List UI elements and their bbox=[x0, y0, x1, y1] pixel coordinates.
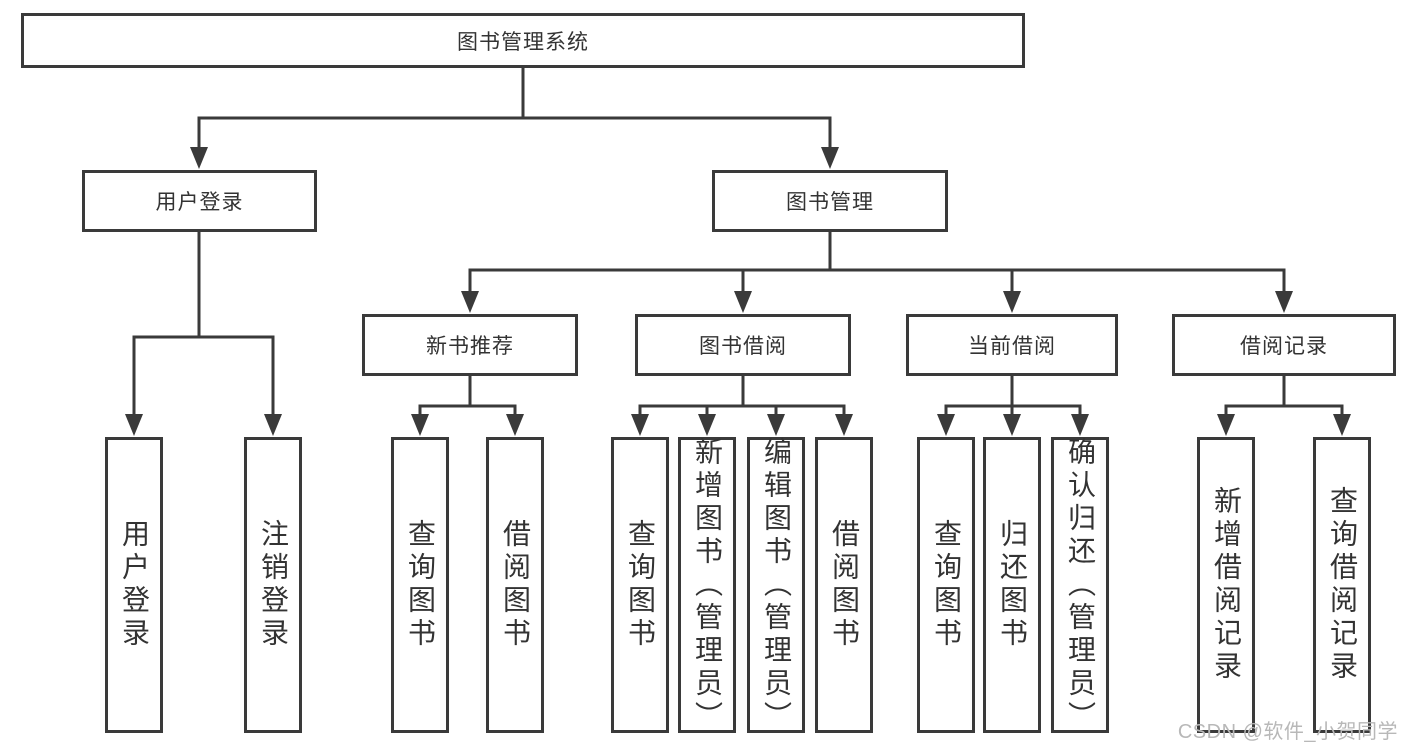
connector-current-to-children bbox=[937, 374, 1089, 436]
node-label: 新书推荐 bbox=[426, 335, 514, 358]
leaf-rec-borrow-book: 借阅图书 bbox=[486, 437, 544, 733]
csdn-watermark: CSDN @软件_小贺同学 bbox=[1177, 721, 1398, 743]
node-label: 归还图书 bbox=[997, 519, 1028, 651]
node-book-borrowing: 图书借阅 bbox=[635, 314, 851, 376]
node-label: 注销登录 bbox=[258, 519, 289, 651]
leaf-current-confirm-return-admin: 确认归还（管理员） bbox=[1051, 436, 1109, 734]
leaf-current-query-book: 查询图书 bbox=[917, 437, 975, 733]
node-new-book-recommend: 新书推荐 bbox=[362, 314, 578, 376]
node-user-login: 用户登录 bbox=[82, 170, 317, 232]
node-label: 编辑图书（管理员） bbox=[761, 436, 792, 734]
leaf-current-return-book: 归还图书 bbox=[983, 437, 1041, 733]
node-borrowing-records: 借阅记录 bbox=[1172, 314, 1396, 376]
connector-root-to-level2 bbox=[190, 66, 839, 169]
node-label: 查询图书 bbox=[625, 519, 656, 651]
node-label: 借阅记录 bbox=[1240, 335, 1328, 358]
connector-rec-to-children bbox=[411, 374, 524, 436]
leaf-borrow-borrow-book: 借阅图书 bbox=[815, 437, 873, 733]
leaf-borrow-edit-book-admin: 编辑图书（管理员） bbox=[747, 436, 805, 734]
node-label: 用户登录 bbox=[119, 519, 150, 651]
node-label: 当前借阅 bbox=[968, 335, 1056, 358]
node-label: 图书管理 bbox=[786, 191, 874, 214]
connector-borrow-to-children bbox=[631, 374, 853, 436]
node-label: 查询借阅记录 bbox=[1327, 486, 1358, 684]
node-label: 查询图书 bbox=[405, 519, 436, 651]
node-book-management: 图书管理 bbox=[712, 170, 948, 232]
node-label: 图书管理系统 bbox=[457, 30, 589, 54]
connector-record-to-children bbox=[1217, 374, 1351, 436]
leaf-user-login: 用户登录 bbox=[105, 437, 163, 733]
node-current-borrowing: 当前借阅 bbox=[906, 314, 1118, 376]
leaf-rec-query-book: 查询图书 bbox=[391, 437, 449, 733]
leaf-logout: 注销登录 bbox=[244, 437, 302, 733]
leaf-borrow-query-book: 查询图书 bbox=[611, 437, 669, 733]
node-label: 确认归还（管理员） bbox=[1065, 436, 1096, 734]
node-label: 借阅图书 bbox=[500, 519, 531, 651]
node-label: 借阅图书 bbox=[829, 519, 860, 651]
connector-login-to-children bbox=[125, 230, 282, 436]
leaf-record-query-record: 查询借阅记录 bbox=[1313, 437, 1371, 733]
node-label: 图书借阅 bbox=[699, 335, 787, 358]
node-label: 新增图书（管理员） bbox=[692, 436, 723, 734]
leaf-record-add-record: 新增借阅记录 bbox=[1197, 437, 1255, 733]
node-label: 新增借阅记录 bbox=[1211, 486, 1242, 684]
leaf-borrow-add-book-admin: 新增图书（管理员） bbox=[678, 436, 736, 734]
connector-mgmt-to-level3 bbox=[461, 230, 1293, 313]
node-label: 查询图书 bbox=[931, 519, 962, 651]
node-label: 用户登录 bbox=[155, 191, 244, 214]
node-library-management-system: 图书管理系统 bbox=[21, 13, 1025, 68]
